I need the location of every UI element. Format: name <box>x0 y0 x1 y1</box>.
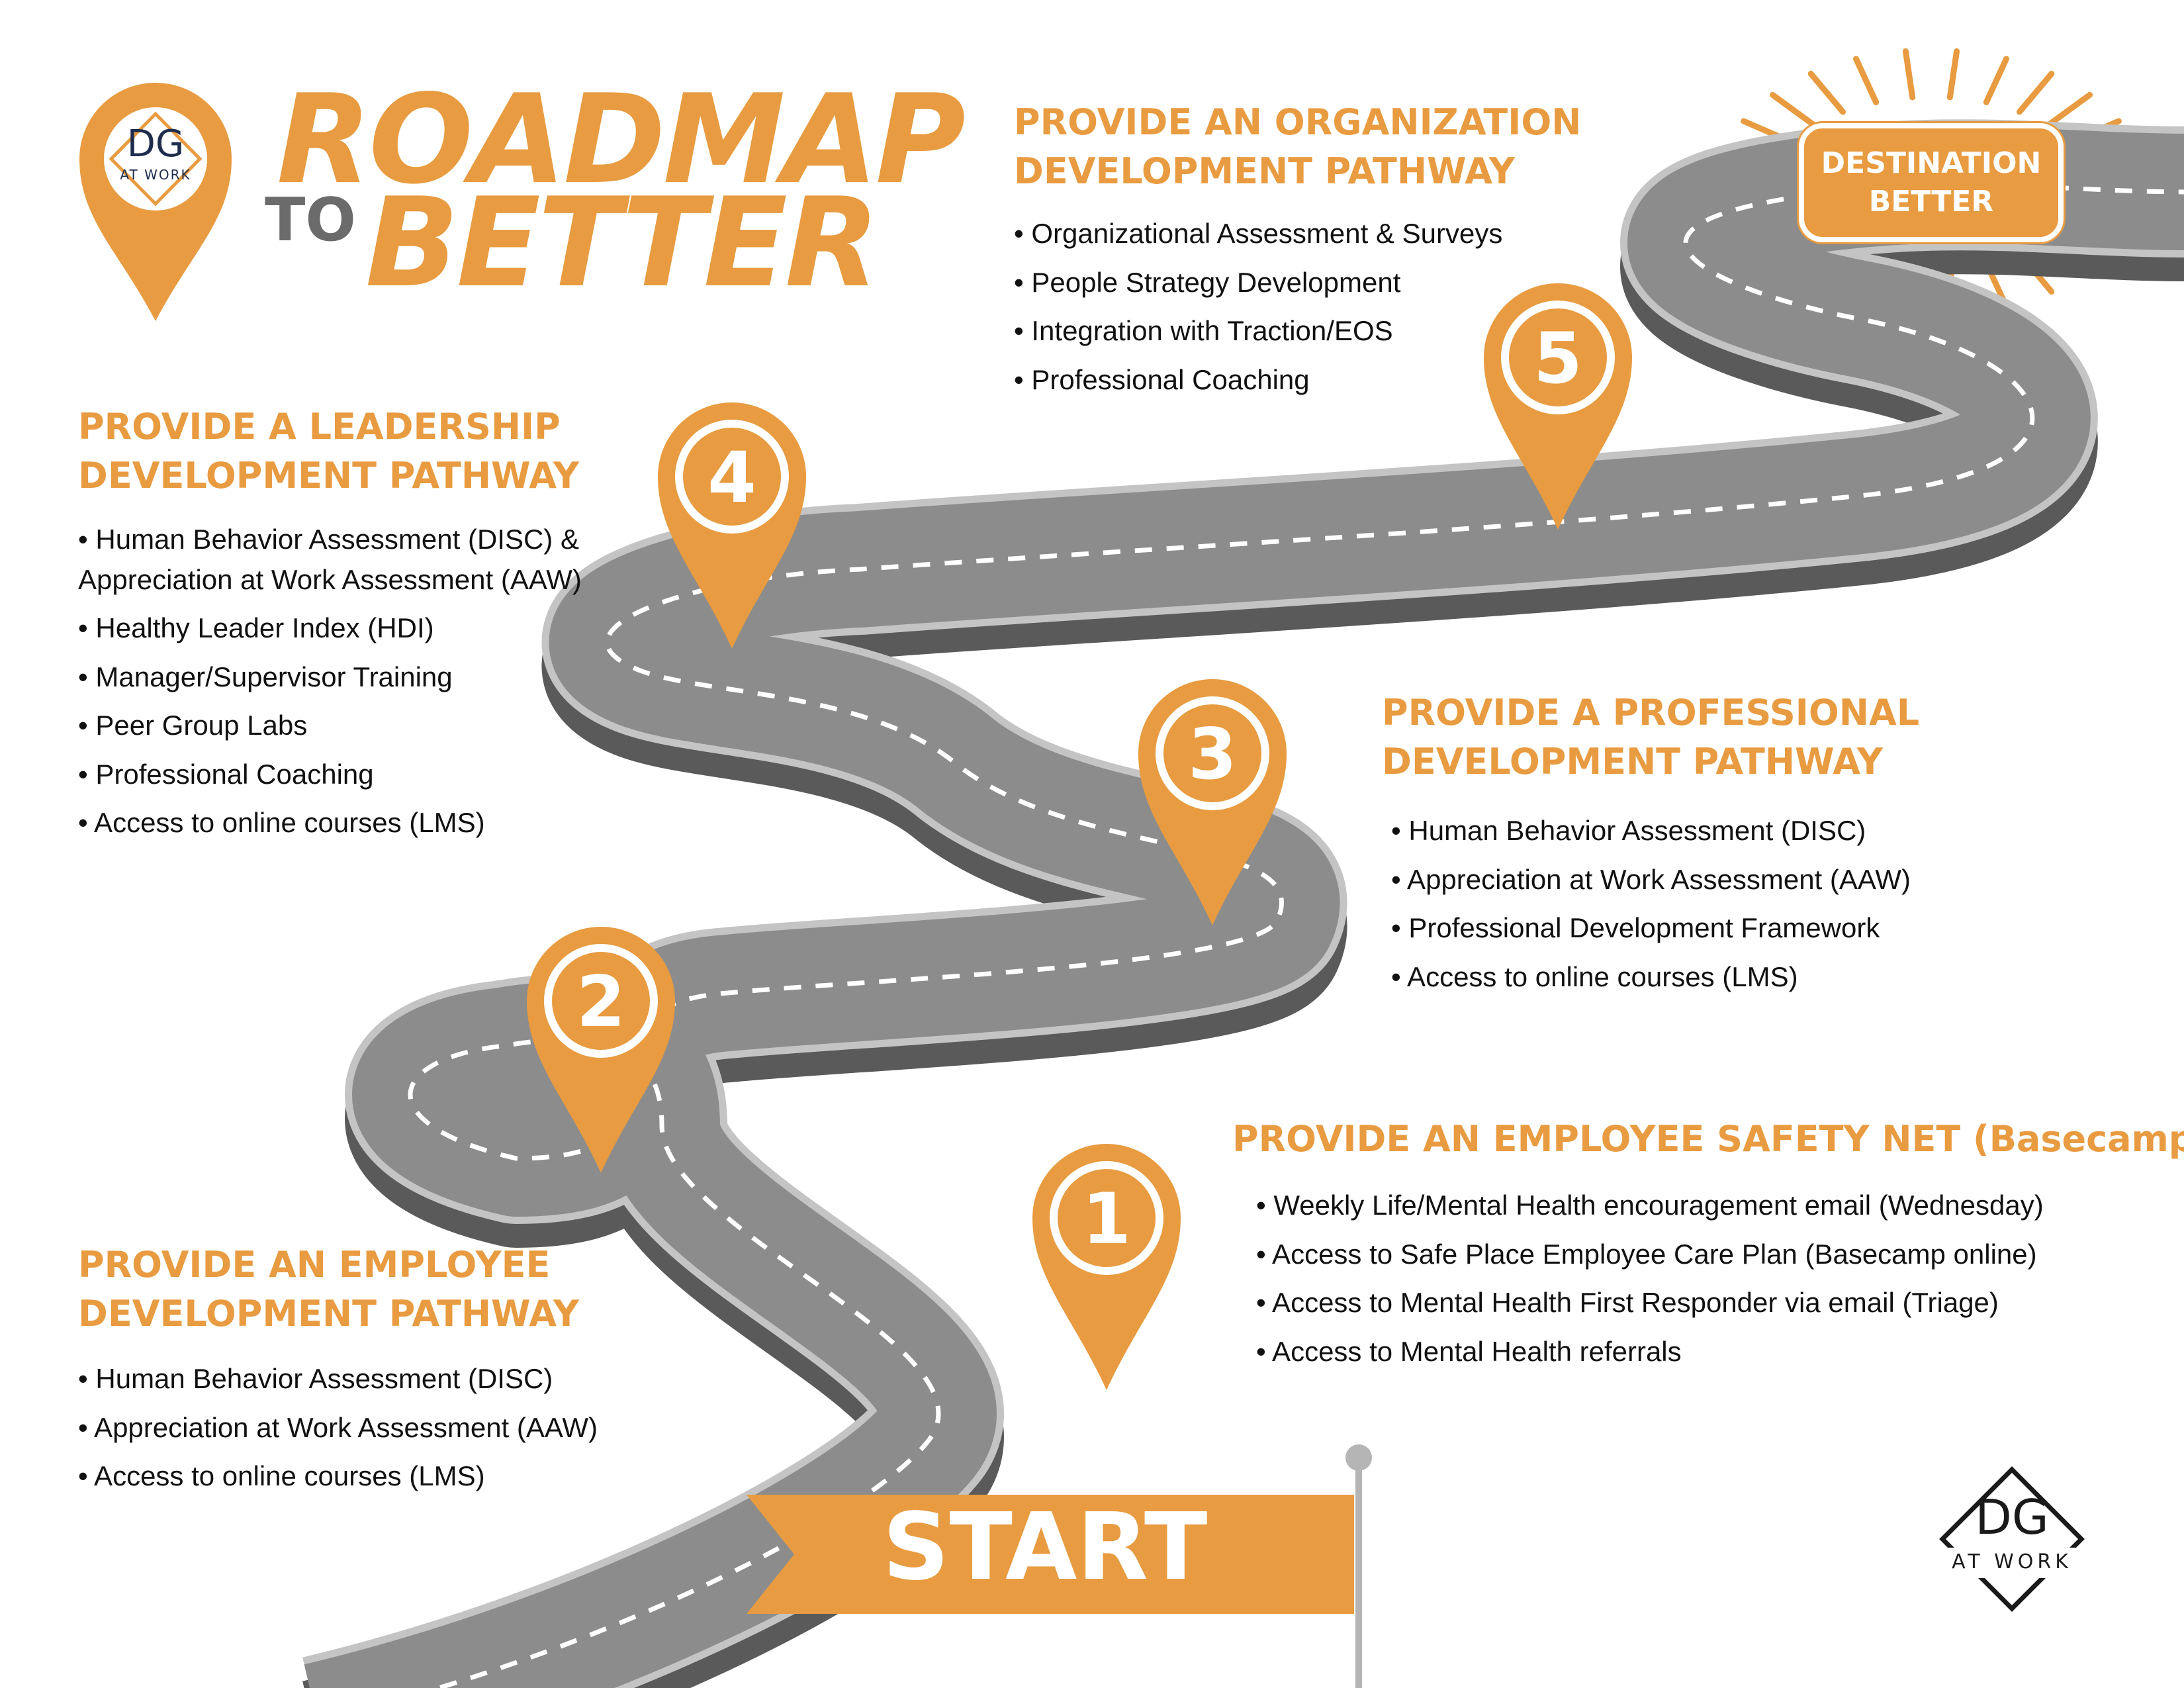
list-item: • Access to online courses (LMS) <box>78 807 485 838</box>
section-professional: PROVIDE A PROFESSIONAL DEVELOPMENT PATHW… <box>1382 688 1919 1001</box>
list-item: • Access to Mental Health referrals <box>1256 1335 1682 1367</box>
list-item: • Access to Mental Health First Responde… <box>1256 1287 1999 1318</box>
list-item: • Healthy Leader Index (HDI) <box>78 612 434 643</box>
sun-ray <box>1769 91 1818 129</box>
list-item: • Human Behavior Assessment (DISC) <box>78 1363 553 1394</box>
list-item: • Human Behavior Assessment (DISC) <box>1391 815 1866 846</box>
section-heading-line: PROVIDE AN ORGANIZATION <box>1014 101 1582 143</box>
list-item: • Access to online courses (LMS) <box>1391 961 1798 992</box>
list-item: • Manager/Supervisor Training <box>78 661 453 692</box>
milestone-pin-2: 2 <box>527 927 675 1173</box>
pin-number: 3 <box>1188 714 1237 795</box>
milestone-pins: 1 2 3 4 5 <box>527 283 1632 1390</box>
list-item: • Weekly Life/Mental Health encouragemen… <box>1256 1190 2044 1221</box>
list-item: • Professional Coaching <box>1014 363 1310 395</box>
section-heading-line: DEVELOPMENT PATHWAY <box>78 1293 579 1335</box>
sun-ray <box>2044 91 2093 129</box>
list-item: • People Strategy Development <box>1014 266 1401 298</box>
list-item: • Professional Coaching <box>78 758 374 790</box>
list-item: • Access to Safe Place Employee Care Pla… <box>1256 1238 2037 1270</box>
section-heading-line: DEVELOPMENT PATHWAY <box>1382 741 1883 782</box>
logo-pin-sub: AT WORK <box>120 167 191 183</box>
sun-ray <box>1807 70 1846 115</box>
section-organization: PROVIDE AN ORGANIZATION DEVELOPMENT PATH… <box>1014 98 1581 404</box>
logo-sub: AT WORK <box>1952 1550 2072 1573</box>
sun-ray <box>1983 56 2009 105</box>
sun-ray <box>1853 56 1880 105</box>
list-item: • Access to online courses (LMS) <box>78 1460 485 1491</box>
section-leadership: PROVIDE A LEADERSHIP DEVELOPMENT PATHWAY… <box>78 402 660 847</box>
winding-road <box>302 119 2184 1688</box>
section-heading-line: PROVIDE AN EMPLOYEE SAFETY NET (Basecamp… <box>1232 1118 2184 1160</box>
list-item: • Human Behavior Assessment (DISC) & App… <box>78 524 582 595</box>
pin-number: 2 <box>576 961 625 1043</box>
destination-badge: DESTINATION BETTER <box>1799 123 2064 242</box>
pin-ring <box>675 420 789 534</box>
flag-pole-knob <box>1345 1444 1372 1471</box>
milestone-pin-1: 1 <box>1032 1144 1181 1390</box>
pin-ring <box>1050 1161 1163 1275</box>
section-heading-line: PROVIDE AN EMPLOYEE <box>78 1244 551 1286</box>
destination-line-2: BETTER <box>1868 185 1994 218</box>
sun-ray <box>1902 48 1916 101</box>
pin-number: 4 <box>707 437 756 518</box>
list-item: • Appreciation at Work Assessment (AAW) <box>1391 863 1911 895</box>
sun-ray <box>1946 48 1960 101</box>
milestone-pin-4: 4 <box>658 402 806 649</box>
road-center-line <box>408 182 2184 1688</box>
list-item: • Integration with Traction/EOS <box>1014 315 1393 346</box>
pin-ring <box>544 944 658 1058</box>
section-employee: PROVIDE AN EMPLOYEE DEVELOPMENT PATHWAY … <box>78 1241 598 1501</box>
list-item: • Organizational Assessment & Surveys <box>1014 218 1503 249</box>
start-label: START <box>882 1493 1208 1601</box>
start-flag <box>747 1444 1372 1688</box>
pin-number: 5 <box>1533 318 1582 399</box>
pin-number: 1 <box>1082 1178 1131 1260</box>
section-safety-net: PROVIDE AN EMPLOYEE SAFETY NET (Basecamp… <box>1232 1115 2184 1376</box>
pin-ring <box>1156 696 1269 810</box>
section-heading-line: PROVIDE A PROFESSIONAL <box>1382 692 1920 733</box>
logo-pin <box>79 83 232 321</box>
milestone-pin-3: 3 <box>1138 679 1287 925</box>
list-item: • Peer Group Labs <box>78 710 308 741</box>
destination-line-1: DESTINATION <box>1821 146 2042 180</box>
list-item: • Appreciation at Work Assessment (AAW) <box>78 1411 598 1443</box>
list-item: • Professional Development Framework <box>1391 912 1880 943</box>
section-heading-line: PROVIDE A LEADERSHIP <box>78 406 561 447</box>
logo-letters: DG <box>1975 1489 2049 1545</box>
flag-pole <box>1355 1463 1362 1688</box>
title-roadmap: ROADMAP <box>277 68 966 211</box>
milestone-pin-5: 5 <box>1484 283 1632 530</box>
logo-pin-letters: DG <box>126 122 185 165</box>
title-to: TO <box>265 185 356 255</box>
section-heading-line: DEVELOPMENT PATHWAY <box>78 455 579 496</box>
sun-ray <box>2016 70 2055 115</box>
dg-at-work-logo <box>1939 1466 2085 1612</box>
title-better: BETTER <box>365 171 880 314</box>
section-heading-line: DEVELOPMENT PATHWAY <box>1014 150 1515 192</box>
start-banner <box>747 1495 1354 1614</box>
pin-ring <box>1501 301 1615 414</box>
